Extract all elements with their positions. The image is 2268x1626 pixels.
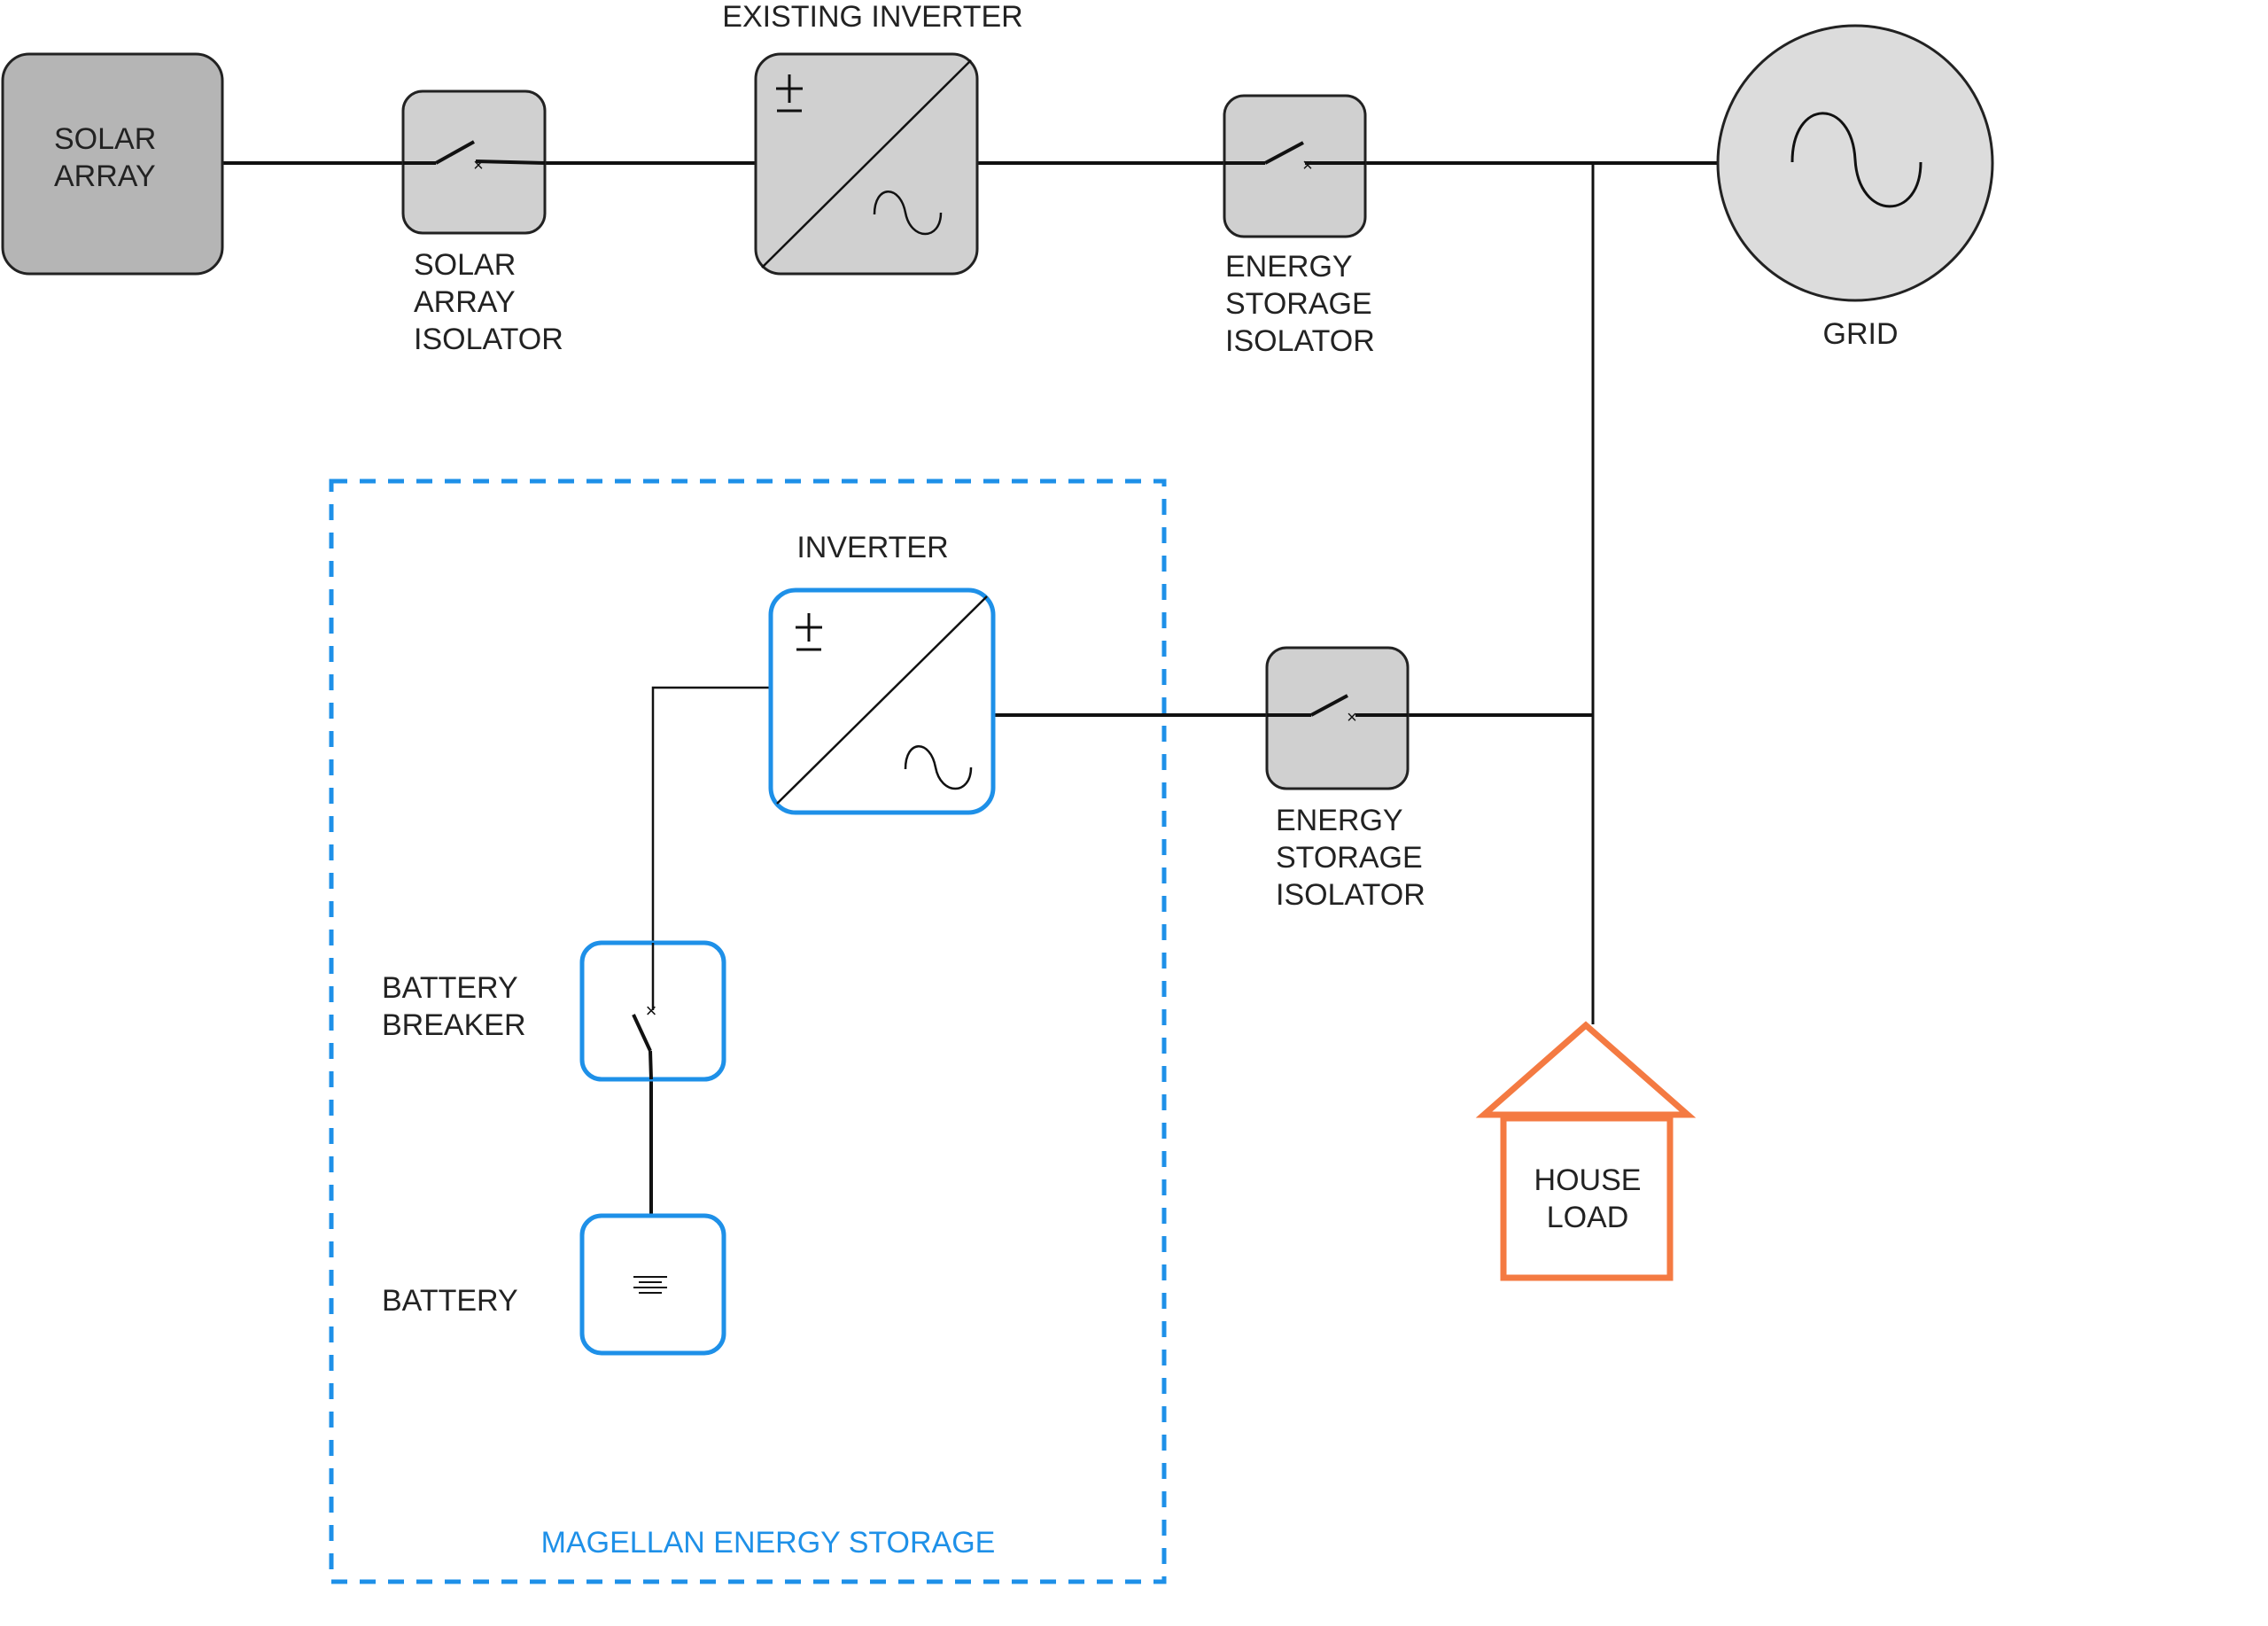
energy-storage-isolator-top[interactable]: × [1223, 94, 1367, 238]
inverter-diagonal [776, 595, 988, 805]
solar-array-label: SOLAR ARRAY [54, 121, 156, 195]
label-line: ARRAY [414, 285, 516, 319]
dc-symbol-icon [776, 74, 803, 113]
battery-icon [633, 1274, 667, 1297]
label-line: SOLAR [54, 122, 157, 156]
inverter-diagonal [761, 59, 972, 268]
grid-label: GRID [1822, 317, 1899, 351]
label-line: ISOLATOR [1225, 324, 1375, 358]
solar-array-isolator-label: SOLAR ARRAY ISOLATOR [414, 246, 563, 358]
house-body [1500, 1115, 1674, 1281]
system-boundary-label: MAGELLAN ENERGY STORAGE [540, 1526, 996, 1560]
svg-text:×: × [1302, 156, 1313, 175]
battery[interactable] [579, 1213, 726, 1356]
inverter-label: INVERTER [796, 531, 949, 564]
battery-breaker[interactable]: × [579, 940, 726, 1082]
label-line: ENERGY [1225, 250, 1353, 284]
label-line: BREAKER [382, 1008, 526, 1042]
label-line: SOLAR [414, 248, 517, 282]
house-load[interactable] [1475, 1021, 1697, 1281]
es-isolator-top-label: ENERGY STORAGE ISOLATOR [1225, 248, 1375, 360]
ac-symbol-icon [873, 191, 943, 236]
dc-feed-line [651, 686, 771, 1010]
label-line: STORAGE [1225, 287, 1372, 321]
label-line: HOUSE [1534, 1163, 1642, 1197]
switch-icon: × [1267, 694, 1408, 727]
label-line: ARRAY [54, 159, 156, 193]
ac-symbol-icon [1790, 112, 1922, 208]
battery-breaker-label: BATTERY BREAKER [382, 969, 526, 1044]
battery-label: BATTERY [382, 1284, 518, 1318]
label-line: ENERGY [1276, 804, 1403, 837]
label-line: STORAGE [1276, 841, 1423, 875]
storage-inverter[interactable] [768, 587, 996, 815]
label-line: ISOLATOR [414, 323, 563, 356]
label-line: BATTERY [382, 971, 518, 1005]
svg-text:×: × [646, 1000, 657, 1022]
existing-inverter[interactable] [754, 52, 979, 276]
es-isolator-bottom-label: ENERGY STORAGE ISOLATOR [1276, 802, 1425, 914]
solar-array-isolator[interactable]: × [401, 89, 547, 235]
house-load-label: HOUSE LOAD [1534, 1162, 1642, 1236]
solar-array-box[interactable] [1, 52, 224, 276]
switch-icon: × [403, 140, 546, 175]
switch-icon: × [1224, 141, 1365, 175]
ac-symbol-icon [904, 745, 973, 790]
label-line: LOAD [1546, 1201, 1629, 1234]
grid[interactable] [1716, 24, 1994, 302]
breaker-switch-icon: × [632, 943, 657, 1080]
house-roof [1475, 1021, 1697, 1118]
label-line: ISOLATOR [1276, 878, 1425, 912]
svg-text:×: × [1347, 708, 1357, 727]
energy-storage-isolator-bottom[interactable]: × [1265, 646, 1410, 790]
existing-inverter-label: EXISTING INVERTER [722, 0, 1023, 34]
svg-text:×: × [473, 156, 484, 175]
dc-symbol-icon [796, 613, 822, 651]
